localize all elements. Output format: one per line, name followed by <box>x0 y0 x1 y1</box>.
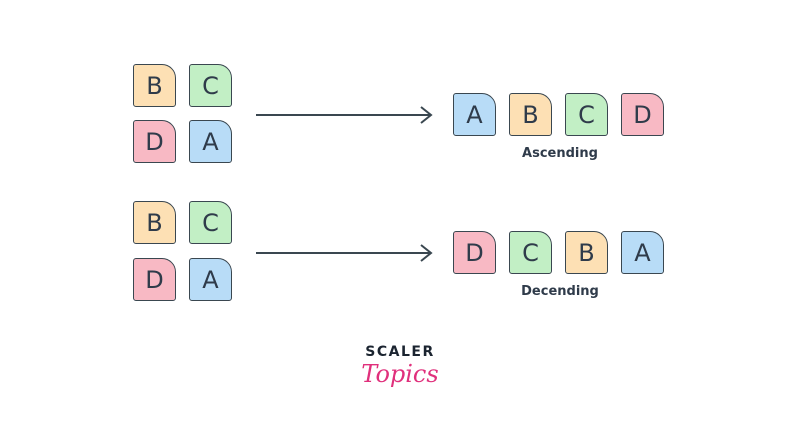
arrow-right-icon <box>256 106 433 124</box>
tile-output-2-2: C <box>509 231 552 274</box>
tile-input-1-4: A <box>189 120 232 163</box>
tile-input-2-2: C <box>189 201 232 244</box>
caption-descending: Decending <box>521 284 599 299</box>
tile-input-1-1: B <box>133 64 176 107</box>
tile-input-2-3: D <box>133 258 176 301</box>
tile-output-2-1: D <box>453 231 496 274</box>
tile-input-2-4: A <box>189 258 232 301</box>
logo-wordmark-topics: Topics <box>361 360 439 388</box>
tile-input-1-2: C <box>189 64 232 107</box>
arrow-right-icon <box>256 244 433 262</box>
tile-output-2-3: B <box>565 231 608 274</box>
tile-output-2-4: A <box>621 231 664 274</box>
tile-output-1-4: D <box>621 93 664 136</box>
tile-output-1-3: C <box>565 93 608 136</box>
tile-input-2-1: B <box>133 201 176 244</box>
logo-wordmark-scaler: SCALER <box>365 344 435 360</box>
caption-ascending: Ascending <box>522 146 598 161</box>
tile-input-1-3: D <box>133 120 176 163</box>
tile-output-1-2: B <box>509 93 552 136</box>
tile-output-1-1: A <box>453 93 496 136</box>
